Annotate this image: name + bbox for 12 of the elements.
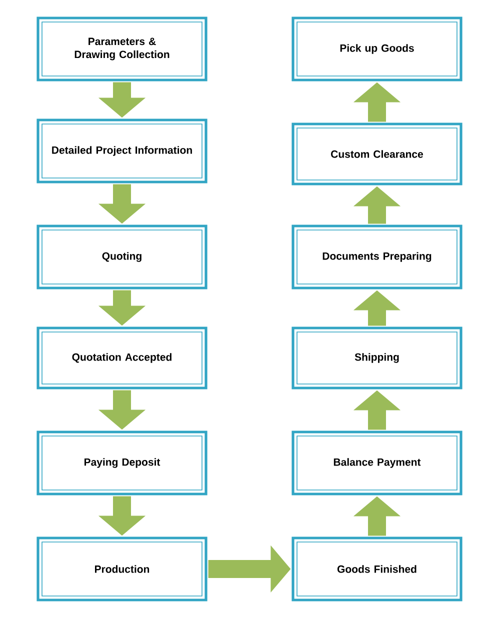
process-box: Quotation Accepted bbox=[36, 326, 208, 390]
process-box: Goods Finished bbox=[292, 536, 462, 602]
process-box: Balance Payment bbox=[292, 430, 462, 496]
process-box: Paying Deposit bbox=[36, 430, 208, 496]
process-box: Detailed Project Information bbox=[36, 118, 208, 184]
process-box: Production bbox=[36, 536, 208, 602]
process-box: Quoting bbox=[36, 224, 208, 290]
process-box: Shipping bbox=[292, 326, 462, 390]
process-box: Pick up Goods bbox=[292, 16, 462, 82]
process-box: Documents Preparing bbox=[292, 224, 462, 290]
process-box: Custom Clearance bbox=[292, 122, 462, 186]
process-box: Parameters & Drawing Collection bbox=[36, 16, 208, 82]
